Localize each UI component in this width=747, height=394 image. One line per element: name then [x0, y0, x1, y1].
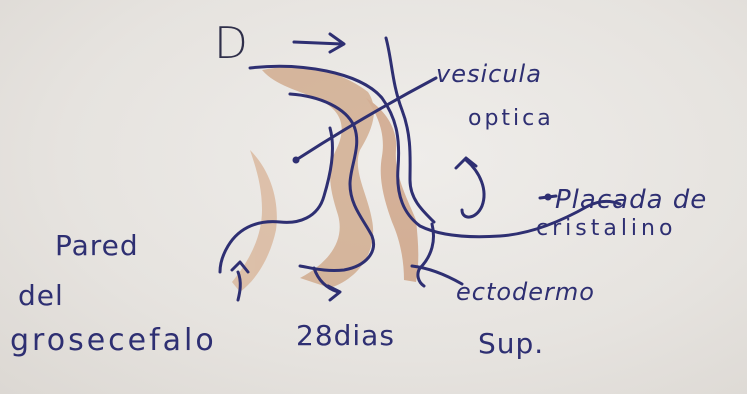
- placoda-dot: [545, 194, 552, 201]
- vesicula-label-line2: optica: [468, 108, 554, 130]
- placoda-label-line2: cristalino: [536, 218, 676, 240]
- placoda-label-line1: Placada de: [555, 187, 707, 213]
- age-label: 28dias: [296, 322, 395, 350]
- vesicula-label-line1: vesicula: [436, 62, 542, 86]
- ectoderm-label-line2: Sup.: [478, 330, 544, 358]
- vesicula-dot: [293, 157, 300, 164]
- pared-label-line1: Pared: [55, 232, 139, 260]
- d-label: D: [214, 22, 249, 66]
- lens-placode-stroke: [418, 224, 434, 286]
- ectoderm-label-line1: ectodermo: [456, 280, 595, 304]
- d-arrow-shaft: [294, 42, 342, 44]
- pared-label-line2: del: [18, 282, 64, 310]
- curl-arrow-right: [462, 160, 484, 217]
- brain-wall-curve: [220, 128, 332, 272]
- pared-label-line3: grosecefalo: [10, 326, 217, 356]
- curl-arrow-middle-head: [328, 286, 340, 300]
